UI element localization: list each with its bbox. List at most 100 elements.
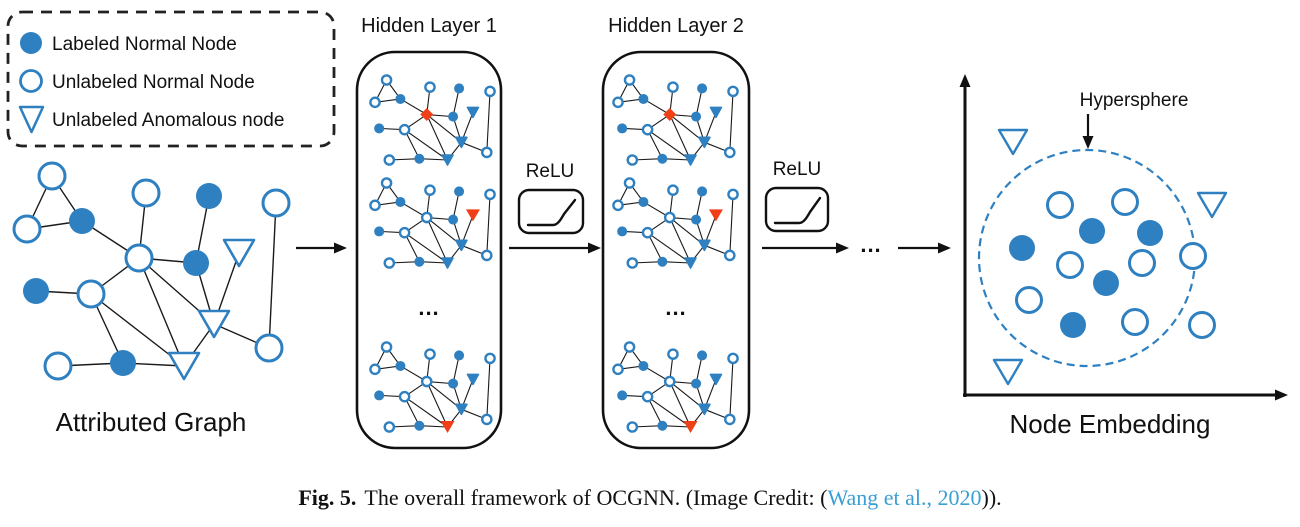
unlabeled-normal-node (424, 81, 436, 93)
unlabeled-normal-node (369, 199, 381, 212)
labeled-normal-node (638, 196, 649, 207)
red-highlight-node (663, 108, 677, 122)
unlabeled-anomalous-node (466, 106, 480, 119)
unlabeled-normal-node (398, 123, 411, 136)
labeled-normal-node (69, 208, 95, 234)
labeled-normal-node (657, 256, 668, 267)
embedded-unlabeled-normal-node (1179, 242, 1207, 270)
graph-edge (268, 202, 277, 349)
labeled-normal-node (691, 214, 702, 225)
labeled-normal-node (110, 350, 136, 376)
graph-edge (729, 358, 734, 420)
unlabeled-normal-node (380, 341, 393, 353)
red-anomalous-node (683, 420, 698, 433)
embedded-labeled-normal-node (1060, 312, 1086, 338)
unlabeled-normal-node (481, 413, 493, 426)
red-highlight-node (420, 108, 434, 122)
labeled-normal-node (395, 360, 406, 371)
unlabeled-normal-node (727, 85, 739, 98)
unlabeled-anomalous-node (698, 136, 711, 149)
graph-edge (669, 114, 692, 161)
embedded-anomalous-node (997, 128, 1029, 156)
graph-edge (669, 381, 692, 428)
embedded-unlabeled-normal-node (1128, 249, 1156, 277)
unlabeled-normal-node (484, 85, 496, 98)
hidden-layer-2-box (601, 50, 751, 450)
unlabeled-normal-node (37, 161, 67, 191)
labeled-normal-node (448, 378, 459, 389)
unlabeled-normal-node (12, 214, 42, 244)
graph-edge (400, 98, 428, 115)
unlabeled-normal-node (727, 352, 739, 365)
unlabeled-normal-node (667, 184, 679, 196)
attributed-graph-label: Attributed Graph (56, 407, 247, 437)
unlabeled-normal-node (663, 375, 676, 388)
unlabeled-normal-node (124, 243, 154, 273)
relu-1-label: ReLU (526, 161, 575, 182)
unlabeled-normal-node (641, 390, 654, 403)
attributed-graph (12, 161, 291, 381)
unlabeled-normal-node (369, 96, 381, 109)
legend: Labeled Normal Node Unlabeled Normal Nod… (6, 10, 336, 148)
unlabeled-normal-node (424, 184, 436, 196)
embedded-unlabeled-normal-node (1188, 311, 1216, 339)
unlabeled-normal-node (76, 279, 106, 309)
unlabeled-normal-node (623, 341, 636, 353)
unlabeled-normal-node (380, 74, 393, 86)
embedded-labeled-normal-node (1137, 220, 1163, 246)
unlabeled-normal-node (398, 226, 411, 239)
graph-edge (426, 381, 449, 428)
graph-edge (647, 232, 691, 264)
unlabeled-normal-node (398, 390, 411, 403)
embedded-labeled-normal-node (1093, 270, 1119, 296)
unlabeled-anomalous-node (466, 373, 480, 386)
unlabeled-normal-node (626, 154, 639, 166)
red-anomalous-node (708, 209, 723, 222)
labeled-normal-node (395, 93, 406, 104)
unlabeled-normal-node (383, 154, 396, 166)
labeled-normal-node (697, 83, 708, 94)
graph-edge (426, 114, 449, 161)
unlabeled-anomalous-node (684, 257, 697, 269)
labeled-normal-node (448, 111, 459, 122)
embedded-anomalous-node (1196, 191, 1228, 219)
unlabeled-anomalous-node (455, 136, 468, 149)
unlabeled-anomalous-node (222, 238, 256, 268)
graph-edge (647, 396, 691, 428)
labeled-normal-node (617, 123, 628, 134)
caption-text: The overall framework of OCGNN. (Image C… (364, 485, 828, 510)
labeled-normal-node (395, 196, 406, 207)
unlabeled-anomalous-node (197, 309, 231, 339)
citation-link[interactable]: Wang et al., 2020 (827, 485, 982, 510)
embedded-labeled-normal-node (1079, 218, 1105, 244)
graph-edge (486, 194, 491, 256)
legend-label-unlabeled-normal: Unlabeled Normal Node (52, 72, 255, 93)
unlabeled-anomalous-node (455, 239, 468, 252)
unlabeled-normal-node (724, 146, 736, 159)
node-embedding-label: Node Embedding (1010, 409, 1211, 439)
unlabeled-anomalous-node (441, 154, 454, 166)
unlabeled-anomalous-node (698, 239, 711, 252)
embedding-points (992, 128, 1228, 386)
red-anomalous-node (465, 209, 480, 222)
labeled-normal-node (448, 214, 459, 225)
graph-edge (486, 91, 491, 153)
labeled-normal-node (454, 350, 465, 361)
unlabeled-normal-node (626, 421, 639, 433)
labeled-normal-node (183, 250, 209, 276)
unlabeled-normal-node (420, 211, 433, 224)
labeled-normal-node (617, 226, 628, 237)
unlabeled-normal-node (380, 177, 393, 189)
unlabeled-normal-node (727, 188, 739, 201)
unlabeled-normal-node (663, 211, 676, 224)
embedded-anomalous-node (992, 358, 1024, 386)
relu-2-label: ReLU (773, 159, 822, 180)
hidden-layer-2-graphs (612, 74, 739, 433)
legend-label-unlabeled-anomalous: Unlabeled Anomalous node (52, 110, 284, 131)
unlabeled-normal-node (484, 352, 496, 365)
hidden-layer-2-ellipsis: ... (665, 295, 686, 320)
unlabeled-normal-node (43, 351, 73, 381)
unlabeled-anomalous-node (698, 403, 711, 416)
unlabeled-normal-node (623, 74, 636, 86)
